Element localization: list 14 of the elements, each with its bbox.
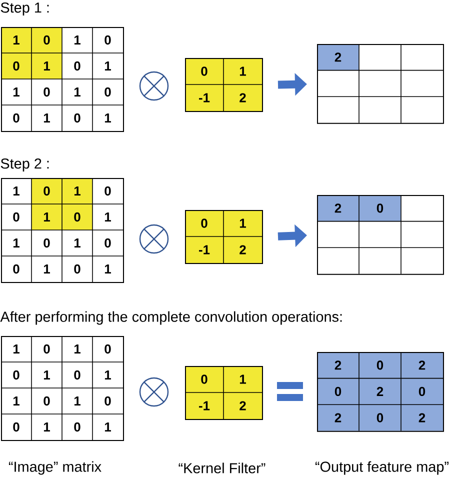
matrix-caption: “Kernel Filter” — [178, 462, 266, 474]
output-matrix: 2 0 — [316, 194, 444, 275]
step-heading: Step 2 : — [0, 158, 49, 172]
output-matrix: 2 0 2 0 2 0 2 0 2 — [316, 352, 444, 432]
step-heading: After performing the complete convolution operations: — [0, 311, 342, 325]
output-matrix: 2 — [316, 44, 444, 124]
kernel-matrix: 0 1 -1 2 — [184, 58, 263, 112]
image-matrix: 1 0 1 0 0 1 0 1 1 0 1 0 0 1 0 1 — [0, 178, 124, 283]
image-matrix: 1 0 1 0 0 1 0 1 1 0 1 0 0 1 0 1 — [0, 26, 124, 132]
image-matrix: 1 0 1 0 0 1 0 1 1 0 1 0 0 1 0 1 — [0, 336, 124, 441]
matrix-caption: “Output feature map” — [315, 461, 448, 475]
kernel-matrix: 0 1 -1 2 — [184, 210, 263, 264]
kernel-matrix: 0 1 -1 2 — [184, 366, 263, 420]
matrix-caption: “Image” matrix — [8, 461, 102, 475]
